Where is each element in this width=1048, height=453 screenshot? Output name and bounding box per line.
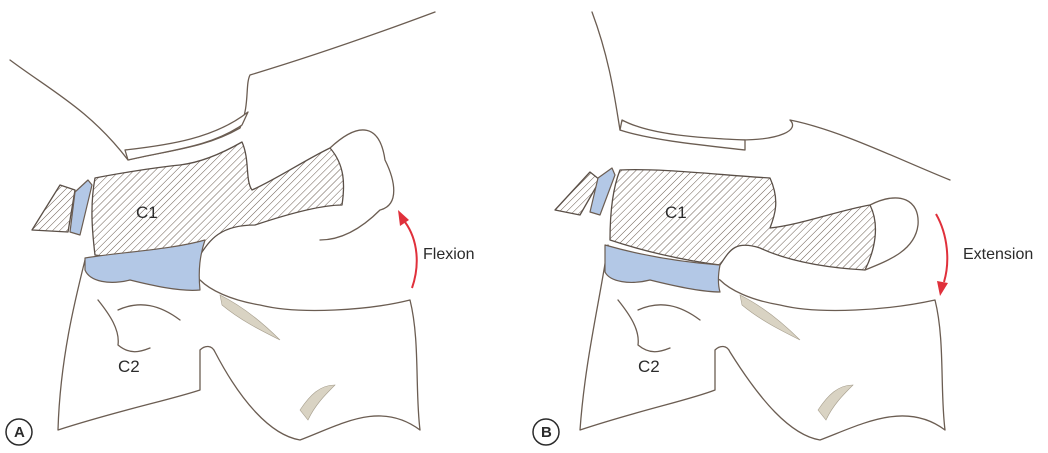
- flexion-arrow: [405, 222, 417, 288]
- c2-label: C2: [118, 357, 140, 376]
- skull-outline: [10, 12, 435, 160]
- skull-outline: [592, 12, 950, 180]
- c1-label: C1: [136, 203, 158, 222]
- extension-arrow: [936, 214, 947, 282]
- panel-a-badge: A: [6, 419, 32, 445]
- anterior-arch-cartilage: [70, 180, 92, 235]
- extension-label: Extension: [963, 246, 1033, 263]
- flexion-label: Flexion: [423, 246, 475, 263]
- svg-text:A: A: [14, 424, 25, 441]
- c2-label: C2: [638, 357, 660, 376]
- panel-a: C1 C2 Flexion A: [6, 12, 475, 445]
- svg-text:B: B: [541, 424, 552, 441]
- c1-vertebra: [610, 170, 875, 270]
- occipital-condyle: [620, 120, 745, 150]
- anterior-tubercle: [32, 185, 75, 232]
- c2-vertebra: [58, 260, 420, 440]
- panel-b-badge: B: [533, 419, 559, 445]
- c1-label: C1: [665, 203, 687, 222]
- flexion-arrowhead-icon: [398, 210, 409, 226]
- panel-b: C1 C2 Extension B: [533, 12, 1033, 445]
- extension-arrowhead-icon: [937, 281, 948, 296]
